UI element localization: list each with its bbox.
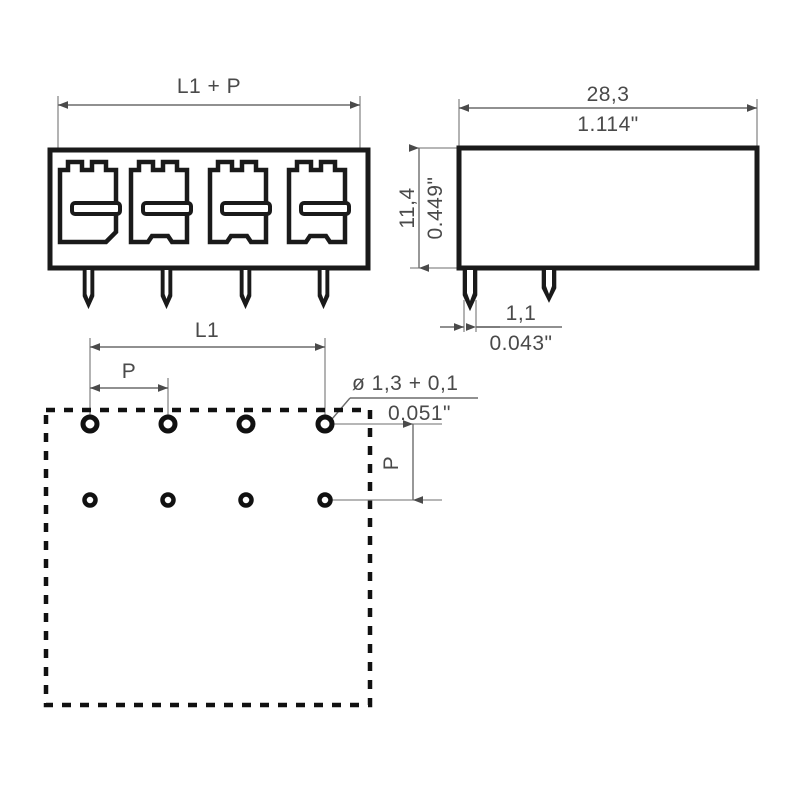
drill-hole-top-1 [80,414,100,434]
screw-slot-1 [70,201,122,216]
dimension-label-pitch: P [122,360,137,383]
dimension-l1-plus-p: L1 + P [57,75,361,150]
dimension-side-height: 11,4 0.449" [396,144,462,272]
side-view: 28,3 1.114" 11,4 0.449" [396,83,760,355]
hole-diameter-annotation: ø 1,3 + 0,1 0.051" [331,372,478,425]
drill-hole-bottom-2 [160,492,176,508]
side-housing-body [456,145,760,271]
screw-slot-4 [299,201,351,216]
screw-slot-3 [220,201,272,216]
dimension-label-pin-imperial: 0.043" [489,332,552,355]
pcb-board-outline [43,407,373,708]
hole-diameter-metric: ø 1,3 + 0,1 [352,372,458,395]
dimension-label-pitch-vertical: P [380,456,403,471]
dimension-pitch-horizontal: P [90,360,169,420]
drill-hole-bottom-1 [82,492,98,508]
dimension-l1: L1 [89,319,326,420]
dimension-pitch-vertical: P [330,420,442,504]
front-pin-4-core [321,270,326,299]
hole-diameter-imperial: 0.051" [388,402,451,425]
dimension-label-l1: L1 [195,319,219,342]
drill-hole-top-2 [158,414,178,434]
drill-pattern-view: L1 P ø 1,3 + 0,1 0.051" [43,319,478,708]
screw-slot-2 [141,201,193,216]
dimension-side-width: 28,3 1.114" [458,83,758,146]
dimension-label-l1-plus-p: L1 + P [177,75,241,98]
dimension-label-height-metric: 11,4 [396,187,419,228]
dimension-pin-width: 1,1 0.043" [440,300,562,355]
drill-hole-bottom-4 [317,492,333,508]
front-pin-2-core [164,270,169,299]
dimension-label-height-imperial: 0.449" [424,176,447,239]
front-pin-1-core [86,270,91,299]
dimension-label-pin-metric: 1,1 [506,302,537,325]
dimension-label-width-imperial: 1.114" [577,113,638,136]
drill-hole-top-4 [315,414,335,434]
drill-hole-top-3 [236,414,256,434]
dimension-label-width-metric: 28,3 [587,83,630,106]
front-view: L1 + P [47,75,371,310]
drill-hole-bottom-3 [238,492,254,508]
side-pin-2-core [546,270,552,294]
side-pin-1-core [467,270,473,301]
front-pin-3-core [243,270,248,299]
